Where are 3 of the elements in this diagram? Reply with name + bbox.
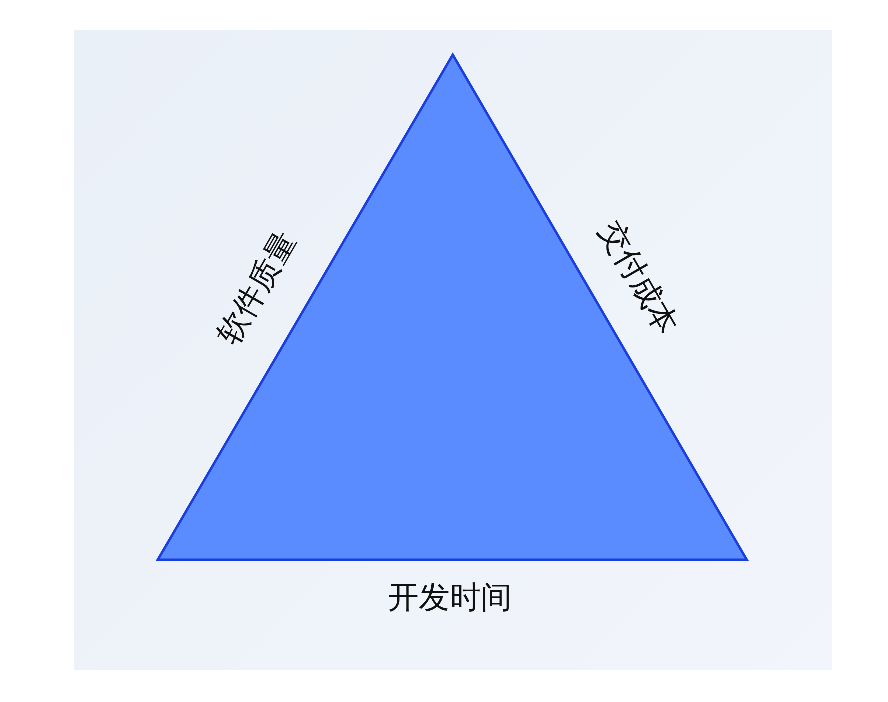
side-label: 交付成本	[594, 216, 682, 340]
side-label: 软件质量	[214, 226, 302, 350]
side-label: 开发时间	[388, 582, 512, 614]
